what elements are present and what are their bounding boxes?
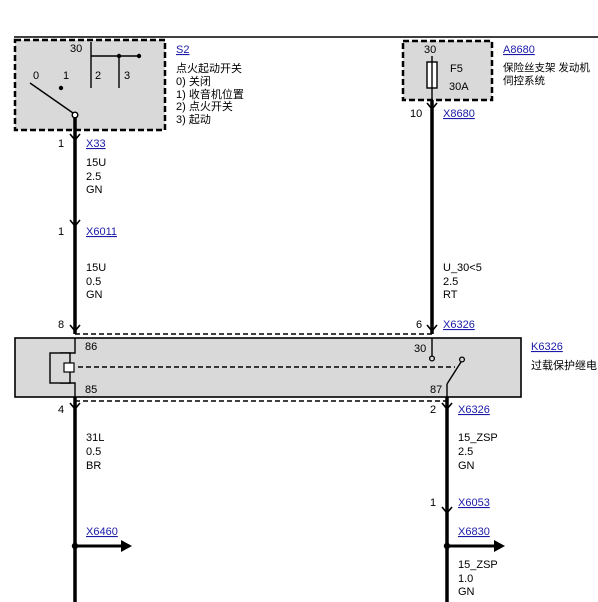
- connector-pin-label: 6: [416, 319, 422, 331]
- relay-switch-blade: [446, 361, 462, 385]
- connector-x6326-link[interactable]: X6326: [458, 404, 490, 416]
- wire-gauge-label: 0.5: [86, 276, 101, 288]
- wire-color-label: GN: [458, 460, 475, 472]
- switch-s2-title: 点火起动开关: [176, 61, 242, 75]
- switch-pivot: [71, 111, 79, 119]
- wire-gauge-label: 2.5: [86, 171, 101, 183]
- wire-signal-label: U_30<5: [443, 262, 482, 274]
- connector-pin-label: 2: [430, 404, 436, 416]
- relay-pin-87-label: 87: [430, 384, 442, 396]
- relay-housing: [14, 337, 522, 398]
- connector-pin-label: 1: [430, 497, 436, 509]
- fuse-rating-label: 30A: [449, 81, 469, 93]
- connector-mark: [426, 324, 438, 333]
- connector-mark: [426, 102, 438, 111]
- relay-contact-30-point: [428, 355, 436, 362]
- switch-terminal-30-label: 30: [70, 43, 82, 55]
- switch-position-desc: 0) 关闭: [176, 74, 211, 88]
- switch-position-3-label: 3: [124, 70, 130, 82]
- wire-color-label: GN: [86, 184, 103, 196]
- switch-junction-dot: [116, 53, 122, 59]
- relay-coil-core: [63, 362, 75, 373]
- wire-gauge-label: 2.5: [443, 276, 458, 288]
- connector-mark: [69, 133, 81, 142]
- arrow-right-icon[interactable]: [121, 540, 132, 552]
- switch-blade: [29, 82, 74, 114]
- reference-x6460-link[interactable]: X6460: [86, 526, 118, 538]
- relay-pin-85-label: 85: [85, 384, 97, 396]
- ignition-switch-s2: 30 0 1 2 3: [13, 38, 167, 132]
- wire-color-label: GN: [458, 586, 475, 598]
- connector-x33-link[interactable]: X33: [86, 138, 106, 150]
- connector-x8680-link[interactable]: X8680: [443, 108, 475, 120]
- connector-pin-label: 1: [58, 226, 64, 238]
- switch-position-desc: 1) 收音机位置: [176, 87, 244, 101]
- wire-signal-label: 31L: [86, 432, 104, 444]
- fuse-holder-desc: 保险丝支架 发动机: [503, 61, 590, 74]
- connector-mark: [69, 402, 81, 411]
- connector-pin-label: 4: [58, 404, 64, 416]
- relay-pin-86-label: 86: [85, 341, 97, 353]
- connector-x6053-link[interactable]: X6053: [458, 497, 490, 509]
- wire-color-label: GN: [86, 289, 103, 301]
- wire-signal-label: 15U: [86, 157, 106, 169]
- relay-k6326: 86 85 30 87: [14, 337, 522, 398]
- connector-mark: [441, 506, 453, 515]
- connector-mark: [441, 402, 453, 411]
- fuse-holder-desc: 伺控系统: [503, 74, 545, 87]
- wire-gauge-label: 0.5: [86, 446, 101, 458]
- reference-x6830-link[interactable]: X6830: [458, 526, 490, 538]
- connector-mark: [69, 219, 81, 228]
- switch-junction-dot: [136, 53, 142, 59]
- switch-position-0-label: 0: [33, 70, 39, 82]
- switch-position-desc: 2) 点火开关: [176, 99, 233, 113]
- connector-mark: [69, 324, 81, 333]
- fuse-holder-a8680: 30 F5 30A: [401, 39, 494, 102]
- switch-contact-1-dot: [58, 85, 64, 91]
- switch-position-2-label: 2: [95, 70, 101, 82]
- connector-pin-label: 10: [410, 108, 422, 120]
- connector-x6011-link[interactable]: X6011: [86, 226, 117, 238]
- connector-pin-label: 1: [58, 138, 64, 150]
- fuse-holder-a8680-link[interactable]: A8680: [503, 44, 535, 56]
- relay-desc: 过载保护继电: [531, 358, 597, 372]
- connector-x6326-link[interactable]: X6326: [443, 319, 475, 331]
- relay-pin-30-label: 30: [414, 343, 426, 355]
- fuse-holder-housing: [401, 39, 494, 102]
- connector-pin-label: 8: [58, 319, 64, 331]
- switch-s2-link[interactable]: S2: [176, 44, 189, 56]
- wire-signal-label: 15_ZSP: [458, 559, 498, 571]
- fuse-id-label: F5: [450, 63, 463, 75]
- wire-signal-label: 15_ZSP: [458, 432, 498, 444]
- wire-color-label: RT: [443, 289, 458, 301]
- switch-position-desc: 3) 起动: [176, 113, 211, 126]
- wire-gauge-label: 2.5: [458, 446, 473, 458]
- switch-housing: [13, 38, 167, 132]
- wire-color-label: BR: [86, 460, 101, 472]
- relay-k6326-link[interactable]: K6326: [531, 341, 563, 353]
- wire-signal-label: 15U: [86, 262, 106, 274]
- wire-gauge-label: 1.0: [458, 573, 473, 585]
- arrow-right-icon[interactable]: [494, 540, 505, 552]
- switch-position-1-label: 1: [63, 70, 69, 82]
- relay-contact-point: [458, 356, 466, 363]
- fuse-terminal-30-label: 30: [424, 44, 436, 56]
